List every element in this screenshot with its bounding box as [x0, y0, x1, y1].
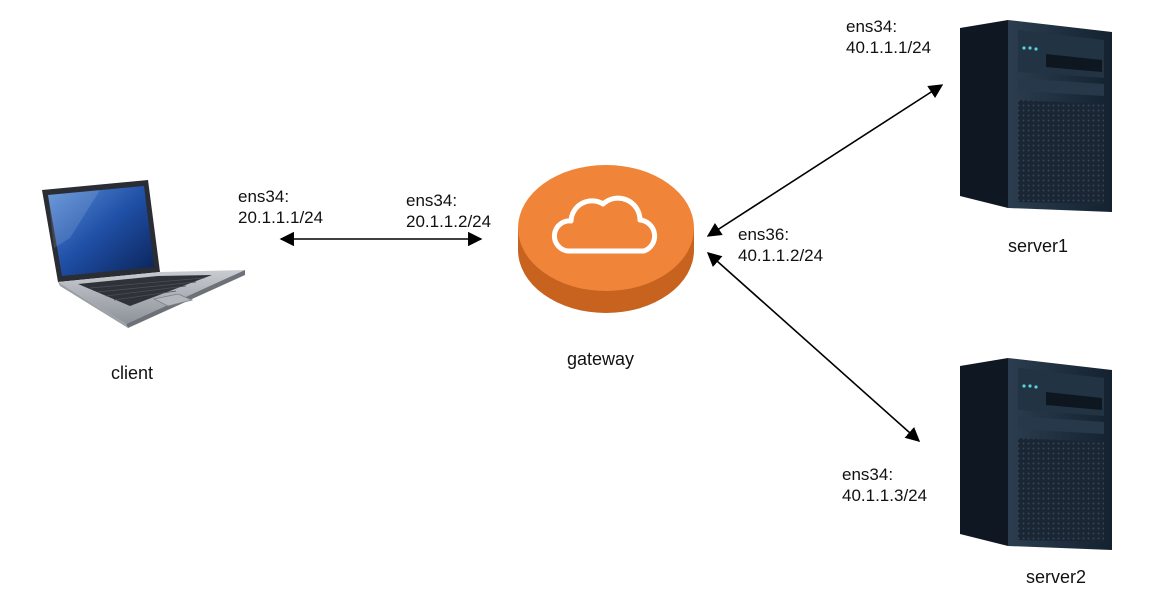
server-tower-icon [960, 358, 1112, 550]
iface-name: ens36: [738, 225, 790, 244]
node-label-gateway: gateway [567, 349, 635, 369]
iface-server1-ens34: ens34: 40.1.1.1/24 [846, 16, 931, 58]
iface-address: 20.1.1.1/24 [238, 208, 324, 227]
iface-address: 20.1.1.2/24 [406, 212, 492, 231]
link-gateway-server1 [706, 84, 944, 237]
iface-address: 40.1.1.1/24 [846, 38, 932, 57]
laptop-icon [42, 180, 245, 328]
link-gateway-server2 [706, 252, 921, 442]
iface-address: 40.1.1.2/24 [738, 246, 824, 265]
iface-server2-ens34: ens34: 40.1.1.3/24 [842, 464, 927, 506]
iface-client-ens34: ens34: 20.1.1.1/24 [238, 186, 323, 228]
iface-name: ens34: [842, 465, 894, 484]
iface-name: ens34: [238, 187, 290, 206]
cloud-icon [518, 165, 694, 313]
node-label-server2: server2 [1026, 567, 1087, 587]
iface-gateway-ens36: ens36: 40.1.1.2/24 [738, 224, 823, 266]
node-label-server1: server1 [1008, 236, 1069, 256]
iface-address: 40.1.1.3/24 [842, 486, 928, 505]
iface-name: ens34: [846, 17, 898, 36]
node-label-client: client [111, 363, 154, 383]
server-tower-icon [960, 20, 1112, 212]
iface-name: ens34: [406, 191, 458, 210]
iface-gateway-ens34: ens34: 20.1.1.2/24 [406, 190, 491, 232]
